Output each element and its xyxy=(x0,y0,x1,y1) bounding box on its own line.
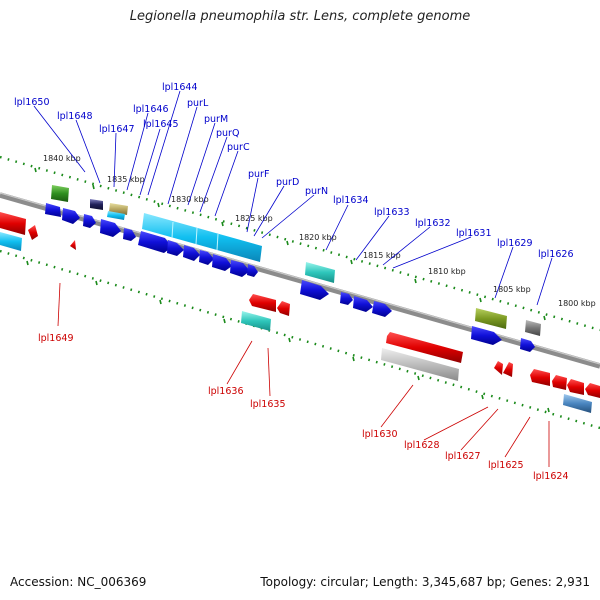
scale-track-upper xyxy=(0,155,600,332)
kbp-label: 1805 kbp xyxy=(493,285,531,294)
gene-label-reverse: lpl1625 xyxy=(488,460,524,471)
feature-navy xyxy=(90,199,103,210)
kbp-label: 1810 kbp xyxy=(428,267,466,276)
gene-label-forward: lpl1644 xyxy=(162,82,198,93)
gene-label-reverse: lpl1636 xyxy=(208,386,244,397)
gene-label-forward: purD xyxy=(276,177,299,188)
genome-summary-text: Topology: circular; Length: 3,345,687 bp… xyxy=(260,575,590,589)
gene-label-forward: lpl1645 xyxy=(143,119,179,130)
feature-tan xyxy=(109,203,128,215)
gene-label-forward: purL xyxy=(187,98,209,109)
feature-grey-long xyxy=(381,348,459,381)
gene-label-reverse: lpl1627 xyxy=(445,451,481,462)
leader-lines-top xyxy=(33,90,553,306)
gene-label-reverse: lpl1630 xyxy=(362,429,398,440)
feature-steel xyxy=(563,394,592,413)
kbp-label: 1815 kbp xyxy=(363,251,401,260)
feature-teal xyxy=(305,262,335,283)
gene-label-forward: purN xyxy=(305,186,328,197)
map-title: Legionella pneumophila str. Lens, comple… xyxy=(129,9,471,24)
gene-label-forward: lpl1633 xyxy=(374,207,410,218)
gene-label-forward: lpl1646 xyxy=(133,104,169,115)
gene-label-forward: lpl1648 xyxy=(57,111,93,122)
kbp-label: 1820 kbp xyxy=(299,233,337,242)
feature-teal-lower xyxy=(241,311,271,331)
reverse-gene xyxy=(0,212,600,398)
gene-label-forward: lpl1629 xyxy=(497,238,533,249)
gene-label-forward: lpl1626 xyxy=(538,249,574,260)
forward-gene xyxy=(45,203,535,352)
gene-label-forward: purQ xyxy=(216,128,239,139)
gene-label-forward: purC xyxy=(227,142,250,153)
leader-lines-bottom xyxy=(57,282,550,467)
accession-text: Accession: NC_006369 xyxy=(10,575,147,589)
gene-label-forward: lpl1634 xyxy=(333,195,369,206)
kbp-label: 1840 kbp xyxy=(43,154,81,163)
scale-track-lower xyxy=(0,249,600,430)
kbp-label: 1835 kbp xyxy=(107,175,145,184)
kbp-label: 1800 kbp xyxy=(558,299,596,308)
gene-label-forward: lpl1631 xyxy=(456,228,492,239)
feature-olive xyxy=(475,308,507,329)
major-ticks xyxy=(26,167,550,413)
gene-label-forward: purF xyxy=(248,169,269,180)
feature-green xyxy=(51,185,69,202)
feature-cyan-small xyxy=(107,211,125,220)
gene-label-forward: purM xyxy=(204,114,228,125)
feature-cyan-left xyxy=(0,232,22,251)
gene-label-reverse: lpl1624 xyxy=(533,471,569,482)
gene-label-reverse: lpl1649 xyxy=(38,333,74,344)
gene-label-reverse: lpl1635 xyxy=(250,399,286,410)
gene-label-forward: lpl1647 xyxy=(99,124,135,135)
gene-label-forward: lpl1632 xyxy=(415,218,451,229)
feature-dark-grey xyxy=(525,320,541,336)
genome-backbone xyxy=(0,192,600,369)
gene-label-reverse: lpl1628 xyxy=(404,440,440,451)
gene-label-forward: lpl1650 xyxy=(14,97,50,108)
kbp-label: 1825 kbp xyxy=(235,214,273,223)
feature-cyan-large xyxy=(142,213,262,262)
